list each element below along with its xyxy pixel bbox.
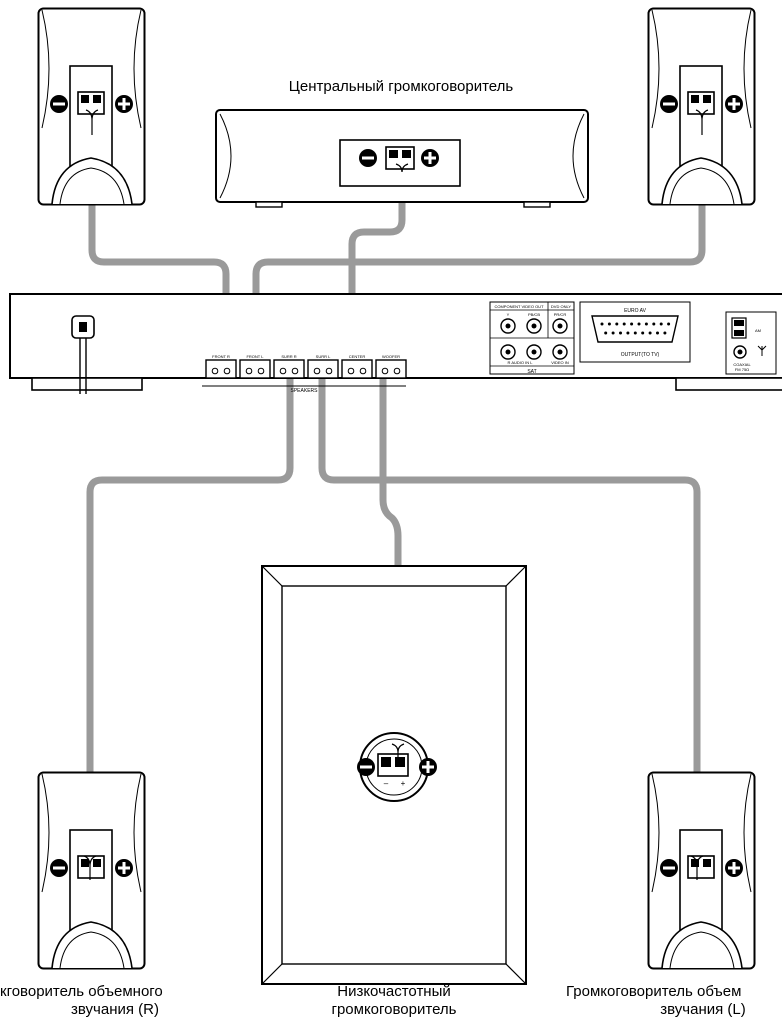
- speaker-terminal-woofer: WOOFER: [375, 354, 407, 379]
- cable-surr-r: [86, 372, 294, 880]
- center-speaker: [215, 109, 589, 208]
- scart-pin: [648, 331, 652, 335]
- scart-pin: [659, 322, 663, 326]
- speaker-front-top-left: [37, 7, 146, 206]
- speaker-terminal-label: SURR L: [316, 354, 331, 359]
- speaker-surround-right: [37, 771, 146, 970]
- cable-woofer: [379, 372, 402, 760]
- cable-surr-l: [318, 372, 701, 880]
- cable-front-r: [88, 135, 230, 365]
- rear-left-speaker-label-line1: Громкоговоритель объем: [566, 983, 742, 1000]
- scart-pin: [644, 322, 648, 326]
- scart-pin: [626, 331, 630, 335]
- woofer-plus-label: +: [401, 779, 406, 788]
- speaker-terminal-label: SURR R: [281, 354, 296, 359]
- scart-pin: [615, 322, 619, 326]
- sat-label: SAT: [527, 369, 536, 375]
- scart-pin: [622, 322, 626, 326]
- scart-pin: [667, 322, 671, 326]
- video-in-label: VIDEO IN: [551, 360, 569, 365]
- speaker-terminal-label: WOOFER: [382, 354, 400, 359]
- speaker-front-top-right: [647, 7, 756, 206]
- center-speaker-label: Центральный громкоговоритель: [288, 78, 514, 95]
- subwoofer-label-line2: громкоговоритель: [331, 1001, 457, 1018]
- component-video-out-label: COMPONENT VIDEO OUT: [494, 304, 544, 309]
- speaker-surround-left: [647, 771, 756, 970]
- scart-pin: [611, 331, 615, 335]
- scart-pin: [656, 331, 659, 335]
- speaker-terminal-front-l: FRONT L: [239, 354, 271, 379]
- audio-in-label: R AUDIO IN L: [508, 360, 534, 365]
- scart-pin: [652, 322, 656, 326]
- speaker-terminal-label: FRONT L: [246, 354, 264, 359]
- antenna-icon: [757, 345, 767, 356]
- am-label: AM: [755, 328, 761, 333]
- scart-pin: [641, 331, 645, 335]
- dvd-only-label: DVD ONLY: [551, 304, 571, 309]
- scart-pin: [607, 322, 611, 326]
- rear-right-speaker-label-line1: кговоритель объемного: [0, 983, 163, 1000]
- speaker-terminal-label: CENTER: [349, 354, 366, 359]
- speakers-label: SPEAKERS: [291, 388, 319, 394]
- output-to-tv-label: OUTPUT(TO TV): [621, 352, 660, 358]
- fm-label: FM 75Ω: [735, 367, 749, 372]
- euro-av-label: EURO AV: [624, 308, 647, 314]
- scart-pin: [604, 331, 608, 335]
- scart-pin: [619, 331, 622, 335]
- coaxial-label: COAXIAL: [733, 362, 751, 367]
- scart-pin: [637, 322, 641, 326]
- scart-pin: [633, 331, 637, 335]
- rear-right-speaker-label-line2: звучания (R): [71, 1001, 159, 1018]
- scart-pin: [663, 331, 667, 335]
- subwoofer-label-line1: Низкочастотный: [337, 983, 451, 1000]
- scart-pin: [630, 322, 634, 326]
- speaker-terminal-surr-r: SURR R: [273, 354, 305, 379]
- speaker-terminal-label: FRONT R: [212, 354, 230, 359]
- cable-front-l: [252, 135, 706, 365]
- y-label: Y: [507, 312, 510, 317]
- scart-pin: [600, 322, 604, 326]
- woofer-minus-label: –: [384, 779, 389, 788]
- speaker-terminal-center: CENTER: [341, 354, 373, 379]
- pr-label: PR/CR: [554, 312, 567, 317]
- pb-label: PB/CB: [528, 312, 540, 317]
- subwoofer: – +: [261, 565, 527, 985]
- receiver-unit: SPEAKERS FRONT R FRONT L SURR R SURR L CENTE…: [9, 293, 782, 394]
- cable-center: [348, 172, 406, 365]
- speaker-terminal-surr-l: SURR L: [307, 354, 339, 379]
- speaker-terminal-front-r: FRONT R: [205, 354, 237, 379]
- rear-left-speaker-label-line2: звучания (L): [660, 1001, 746, 1018]
